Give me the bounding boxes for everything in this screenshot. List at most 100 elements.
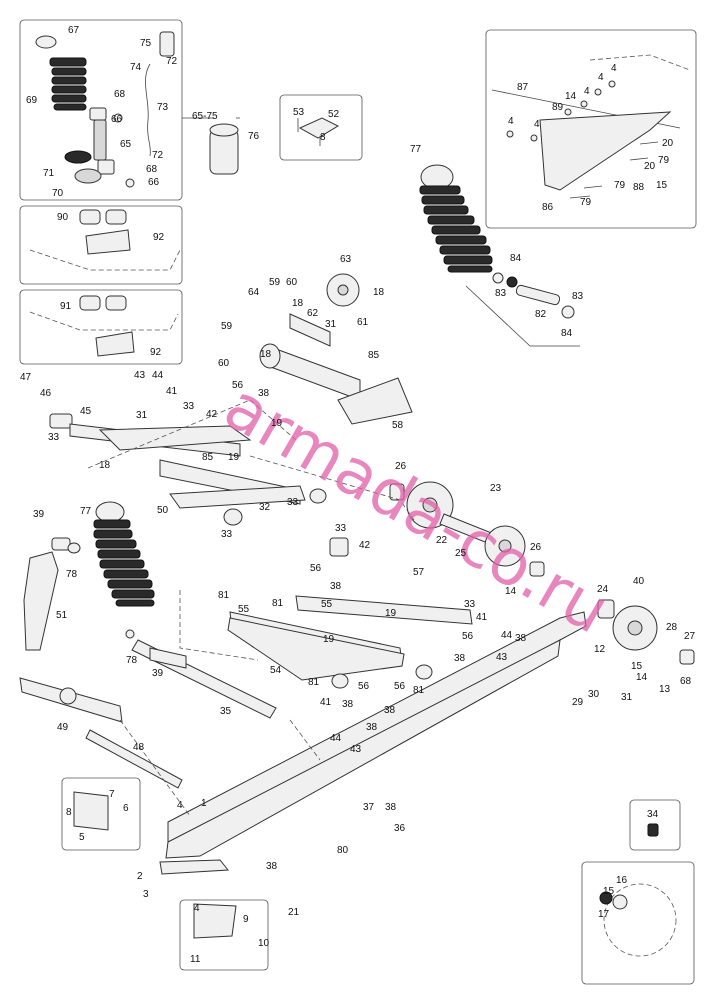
part-number-label: 6 <box>123 803 129 814</box>
part-number-label: 63 <box>340 254 352 265</box>
part-number-label: 79 <box>580 197 592 208</box>
part-number-label: 22 <box>436 535 448 546</box>
part-number-label: 60 <box>286 277 298 288</box>
part-number-label: 40 <box>633 576 645 587</box>
part-number-label: 4 <box>598 72 604 83</box>
shock-sleeve-76 <box>209 123 239 175</box>
part-number-label: 92 <box>153 232 165 243</box>
rear-arm-54 <box>227 537 473 689</box>
part-number-label: 72 <box>152 150 164 161</box>
part-number-label: 64 <box>248 287 260 298</box>
part-number-label: 24 <box>597 584 609 595</box>
inset-clamp-box-lower <box>19 289 183 365</box>
part-number-label: 38 <box>330 581 342 592</box>
part-number-label: 21 <box>288 907 300 918</box>
part-number-label: 71 <box>43 168 55 179</box>
part-number-label: 44 <box>152 370 164 381</box>
part-number-label: 39 <box>33 509 45 520</box>
part-number-label: 27 <box>684 631 696 642</box>
part-number-label: 73 <box>157 102 169 113</box>
part-number-label: 59 <box>269 277 281 288</box>
inset-wheel-box <box>581 861 695 985</box>
part-number-label: 38 <box>342 699 354 710</box>
rear-wheel-40 <box>597 599 695 665</box>
part-number-label: 85 <box>368 350 380 361</box>
part-number-label: 43 <box>350 744 362 755</box>
clamp-91-92 <box>29 295 179 357</box>
lower-shock-absorber <box>93 501 155 607</box>
part-number-label: 79 <box>614 180 626 191</box>
part-number-label: 41 <box>320 697 332 708</box>
slide-rail <box>73 611 587 939</box>
part-number-label: 11 <box>190 954 201 965</box>
part-number-label: 89 <box>552 102 564 113</box>
part-number-label: 19 <box>385 608 397 619</box>
part-number-label: 92 <box>150 347 162 358</box>
part-number-label: 65 <box>120 139 132 150</box>
part-number-label: 41 <box>166 386 178 397</box>
part-number-label: 57 <box>413 567 425 578</box>
part-number-label: 56 <box>394 681 406 692</box>
part-number-label: 13 <box>659 684 671 695</box>
part-number-label: 43 <box>134 370 146 381</box>
part-number-label: 34 <box>647 809 659 820</box>
part-number-label: 15 <box>656 180 668 191</box>
part-number-label: 31 <box>136 410 148 421</box>
part-number-label: 26 <box>395 461 407 472</box>
part-number-label: 15 <box>631 661 643 672</box>
part-number-label: 8 <box>320 132 326 143</box>
part-number-label: 20 <box>644 161 656 172</box>
part-number-label: 19 <box>271 418 283 429</box>
part-number-label: 38 <box>258 388 270 399</box>
part-number-label: 38 <box>366 722 378 733</box>
part-number-label: 42 <box>359 540 371 551</box>
part-number-label: 35 <box>220 706 232 717</box>
part-number-label: 33 <box>335 523 347 534</box>
clamp-90-92 <box>29 209 181 271</box>
part-number-label: 87 <box>517 82 529 93</box>
part-number-label: 82 <box>535 309 547 320</box>
part-number-label: 32 <box>259 502 271 513</box>
part-number-label: 12 <box>594 644 606 655</box>
part-number-label: 65-75 <box>192 111 218 122</box>
slide-rail-inset <box>491 54 691 199</box>
part-number-label: 49 <box>57 722 69 733</box>
part-number-label: 61 <box>357 317 369 328</box>
part-number-label: 56 <box>310 563 322 574</box>
link-51 <box>23 551 59 651</box>
part-number-label: 76 <box>248 131 260 142</box>
part-number-label: 54 <box>270 665 282 676</box>
part-number-label: 56 <box>232 380 244 391</box>
part-number-label: 38 <box>385 802 397 813</box>
part-number-label: 42 <box>206 409 218 420</box>
upper-cross-shaft <box>259 313 413 425</box>
part-number-label: 80 <box>337 845 349 856</box>
part-number-label: 90 <box>57 212 69 223</box>
part-number-label: 30 <box>588 689 600 700</box>
part-number-label: 68 <box>114 89 126 100</box>
part-number-label: 4 <box>194 903 200 914</box>
part-number-label: 58 <box>392 420 404 431</box>
part-number-label: 81 <box>218 590 230 601</box>
part-number-label: 38 <box>515 633 527 644</box>
part-number-label: 83 <box>572 291 584 302</box>
part-number-label: 46 <box>40 388 52 399</box>
part-number-label: 25 <box>455 548 467 559</box>
idler-wheel-25 <box>389 483 545 577</box>
upper-shock-absorber <box>419 164 493 273</box>
part-number-label: 31 <box>621 692 633 703</box>
part-number-label: 4 <box>177 800 183 811</box>
part-number-label: 38 <box>266 861 278 872</box>
part-number-label: 18 <box>373 287 385 298</box>
part-number-label: 18 <box>260 349 272 360</box>
part-number-label: 19 <box>323 634 335 645</box>
part-number-label: 15 <box>603 886 615 897</box>
part-number-label: 47 <box>20 372 32 383</box>
part-number-label: 84 <box>561 328 573 339</box>
part-number-label: 9 <box>243 914 249 925</box>
part-number-label: 39 <box>152 668 164 679</box>
part-number-label: 33 <box>48 432 60 443</box>
grease-fitting-34 <box>647 823 659 837</box>
part-number-label: 78 <box>66 569 78 580</box>
